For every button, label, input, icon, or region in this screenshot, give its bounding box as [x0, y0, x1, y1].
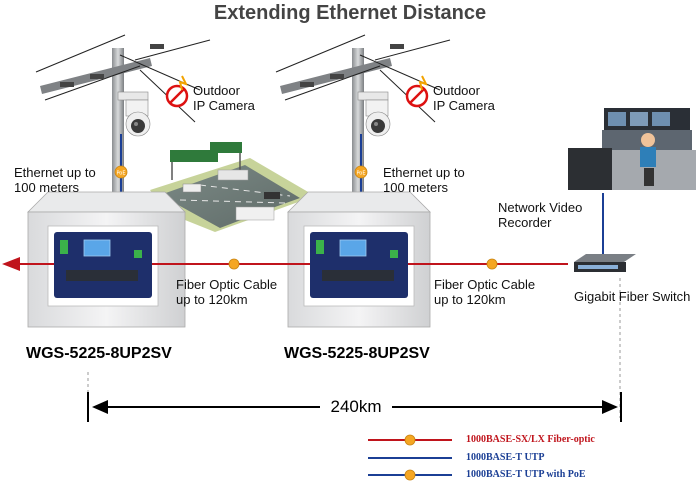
ip-camera — [357, 91, 391, 137]
car — [264, 192, 280, 199]
highway-illustration — [150, 142, 315, 232]
legend-label-poe: 1000BASE-T UTP with PoE — [466, 469, 586, 480]
ip-camera — [117, 91, 151, 137]
wgs-switch — [310, 232, 408, 298]
weatherproof-icon — [405, 75, 429, 108]
fiber-note: Fiber Optic Cable up to 120km — [176, 277, 278, 307]
switch-model-label: WGS-5225-8UP2SV — [26, 345, 172, 362]
page-title: Extending Ethernet Distance — [213, 2, 487, 24]
legend-label-utp: 1000BASE-T UTP — [466, 452, 545, 463]
camera-label: Outdoor IP Camera — [433, 83, 495, 113]
gigabit-fiber-switch — [574, 254, 636, 272]
poe-badge: PoE — [114, 165, 128, 179]
car — [182, 183, 202, 193]
road-sign — [210, 142, 242, 153]
nvr-label: Network Video Recorder — [498, 200, 583, 230]
arrow-left-icon — [92, 400, 108, 414]
wgs-switch — [54, 232, 152, 298]
arrow-left-icon — [2, 257, 20, 271]
fiber-note: Fiber Optic Cable up to 120km — [434, 277, 536, 307]
poe-badge-text: PoE — [356, 171, 365, 177]
core-switch-label: Gigabit Fiber Switch — [574, 289, 691, 304]
weatherproof-icon — [165, 75, 189, 108]
switch-model-label: WGS-5225-8UP2SV — [284, 345, 430, 362]
fiber-connector — [228, 258, 240, 270]
road-sign — [170, 150, 218, 162]
poe-badge-text: PoE — [116, 171, 125, 177]
fiber-connector — [486, 258, 498, 270]
camper-van — [235, 206, 275, 221]
poe-badge: PoE — [354, 165, 368, 179]
distance-label: 240km — [330, 397, 382, 416]
truck — [217, 169, 249, 181]
nvr-workstation — [568, 108, 696, 190]
nvr-device — [568, 148, 612, 190]
ethernet-note: Ethernet up to 100 meters — [383, 165, 465, 195]
legend-label-fiber: 1000BASE-SX/LX Fiber-optic — [466, 434, 595, 445]
ethernet-note: Ethernet up to 100 meters — [14, 165, 96, 195]
arrow-right-icon — [602, 400, 618, 414]
camera-label: Outdoor IP Camera — [193, 83, 255, 113]
